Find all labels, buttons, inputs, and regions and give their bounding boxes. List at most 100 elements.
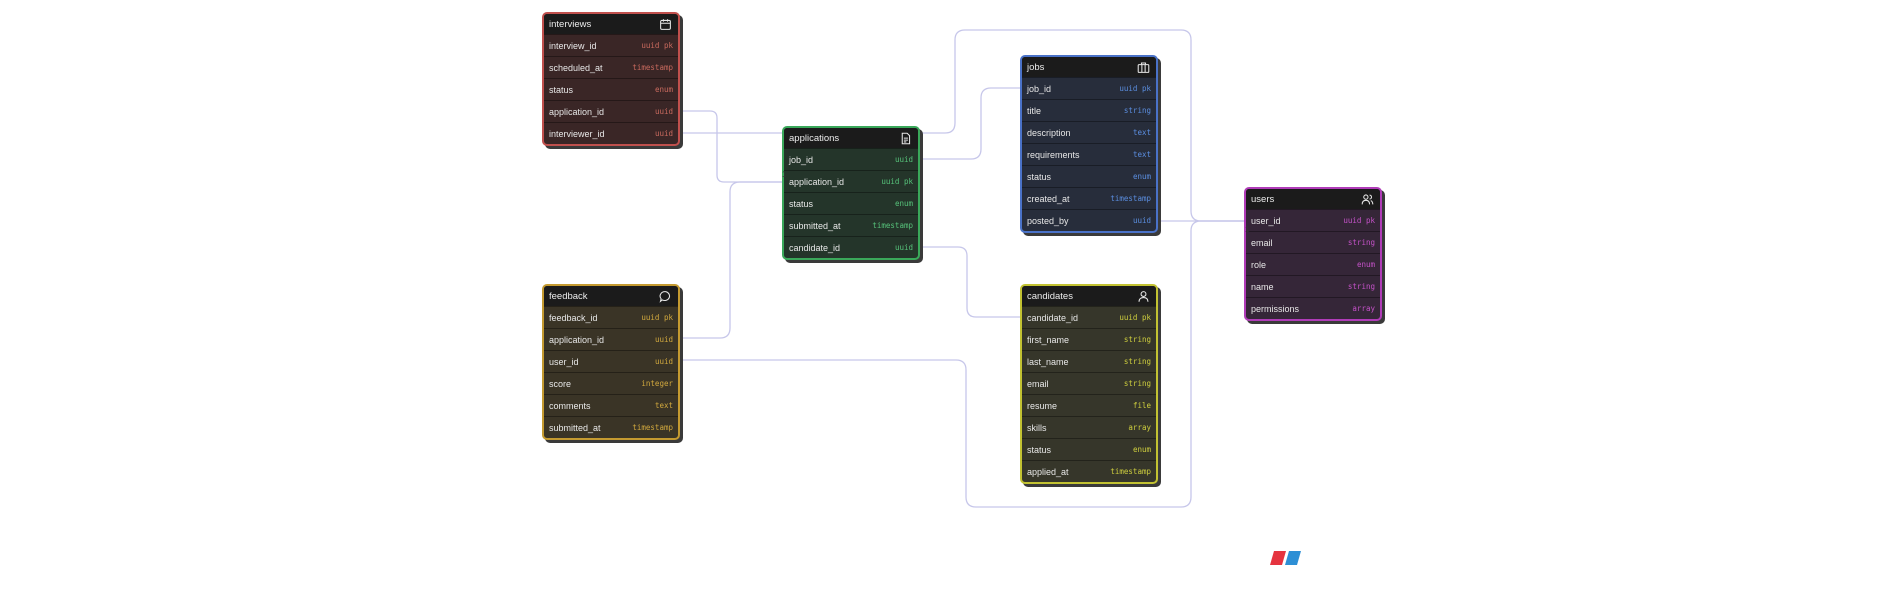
field-name: application_id	[549, 106, 605, 117]
field-type: timestamp	[1110, 194, 1151, 203]
field-row[interactable]: skills array	[1022, 416, 1156, 438]
field-name: interview_id	[549, 40, 597, 51]
table-title: users	[1251, 193, 1275, 205]
field-name: last_name	[1027, 356, 1069, 367]
field-name: applied_at	[1027, 466, 1069, 477]
field-name: resume	[1027, 400, 1058, 411]
field-name: job_id	[1027, 83, 1052, 94]
edge-feedback-application	[676, 181, 782, 339]
field-name: user_id	[1251, 215, 1281, 226]
field-row[interactable]: job_id uuid pk	[1022, 77, 1156, 99]
field-type: uuid pk	[1343, 216, 1375, 225]
field-name: candidate_id	[1027, 312, 1079, 323]
field-row[interactable]: permissions array	[1246, 297, 1380, 319]
field-row[interactable]: application_id uuid	[544, 100, 678, 122]
users-icon	[1361, 193, 1374, 204]
table-title: feedback	[549, 290, 588, 302]
table-header-applications[interactable]: applications	[784, 128, 918, 148]
table-header-jobs[interactable]: jobs	[1022, 57, 1156, 77]
field-type: array	[1352, 304, 1375, 313]
edge-applications-candidate	[914, 246, 1020, 318]
table-header-users[interactable]: users	[1246, 189, 1380, 209]
field-name: description	[1027, 127, 1071, 138]
field-row[interactable]: status enum	[1022, 438, 1156, 460]
table-feedback[interactable]: feedback feedback_id uuid pk application_id…	[542, 284, 680, 440]
document-icon	[901, 132, 911, 144]
field-name: permissions	[1251, 303, 1300, 314]
field-name: name	[1251, 281, 1274, 292]
field-row[interactable]: title string	[1022, 99, 1156, 121]
field-type: timestamp	[872, 221, 913, 230]
field-type: string	[1123, 379, 1151, 388]
field-row[interactable]: applied_at timestamp	[1022, 460, 1156, 482]
field-name: status	[1027, 171, 1052, 182]
table-header-candidates[interactable]: candidates	[1022, 286, 1156, 306]
field-type: integer	[641, 379, 673, 388]
field-type: file	[1132, 401, 1151, 410]
field-name: role	[1251, 259, 1267, 270]
field-row[interactable]: feedback_id uuid pk	[544, 306, 678, 328]
edge-interviews-interviewer	[676, 29, 1244, 222]
field-row[interactable]: created_at timestamp	[1022, 187, 1156, 209]
field-name: skills	[1027, 422, 1047, 433]
field-row[interactable]: comments text	[544, 394, 678, 416]
field-row[interactable]: resume file	[1022, 394, 1156, 416]
field-row[interactable]: last_name string	[1022, 350, 1156, 372]
field-type: string	[1123, 357, 1151, 366]
cardinality-applications: 1	[782, 170, 787, 179]
field-type: string	[1123, 335, 1151, 344]
field-type: string	[1123, 106, 1151, 115]
edge-feedback-user	[676, 220, 1244, 508]
field-type: uuid pk	[1119, 84, 1151, 93]
field-name: feedback_id	[549, 312, 598, 323]
field-row[interactable]: user_id uuid pk	[1246, 209, 1380, 231]
field-type: string	[1347, 238, 1375, 247]
field-type: uuid pk	[641, 313, 673, 322]
field-name: status	[1027, 444, 1052, 455]
field-name: created_at	[1027, 193, 1070, 204]
field-name: title	[1027, 105, 1042, 116]
field-type: timestamp	[1110, 467, 1151, 476]
field-type: uuid	[1132, 216, 1151, 225]
field-name: job_id	[789, 154, 814, 165]
field-name: comments	[549, 400, 591, 411]
field-type: uuid pk	[881, 177, 913, 186]
field-type: enum	[1132, 445, 1151, 454]
field-type: text	[654, 401, 673, 410]
table-header-feedback[interactable]: feedback	[544, 286, 678, 306]
field-type: array	[1128, 423, 1151, 432]
field-name: status	[789, 198, 814, 209]
edge-applications-job	[914, 87, 1020, 160]
field-type: uuid	[654, 107, 673, 116]
table-header-interviews[interactable]: interviews	[544, 14, 678, 34]
